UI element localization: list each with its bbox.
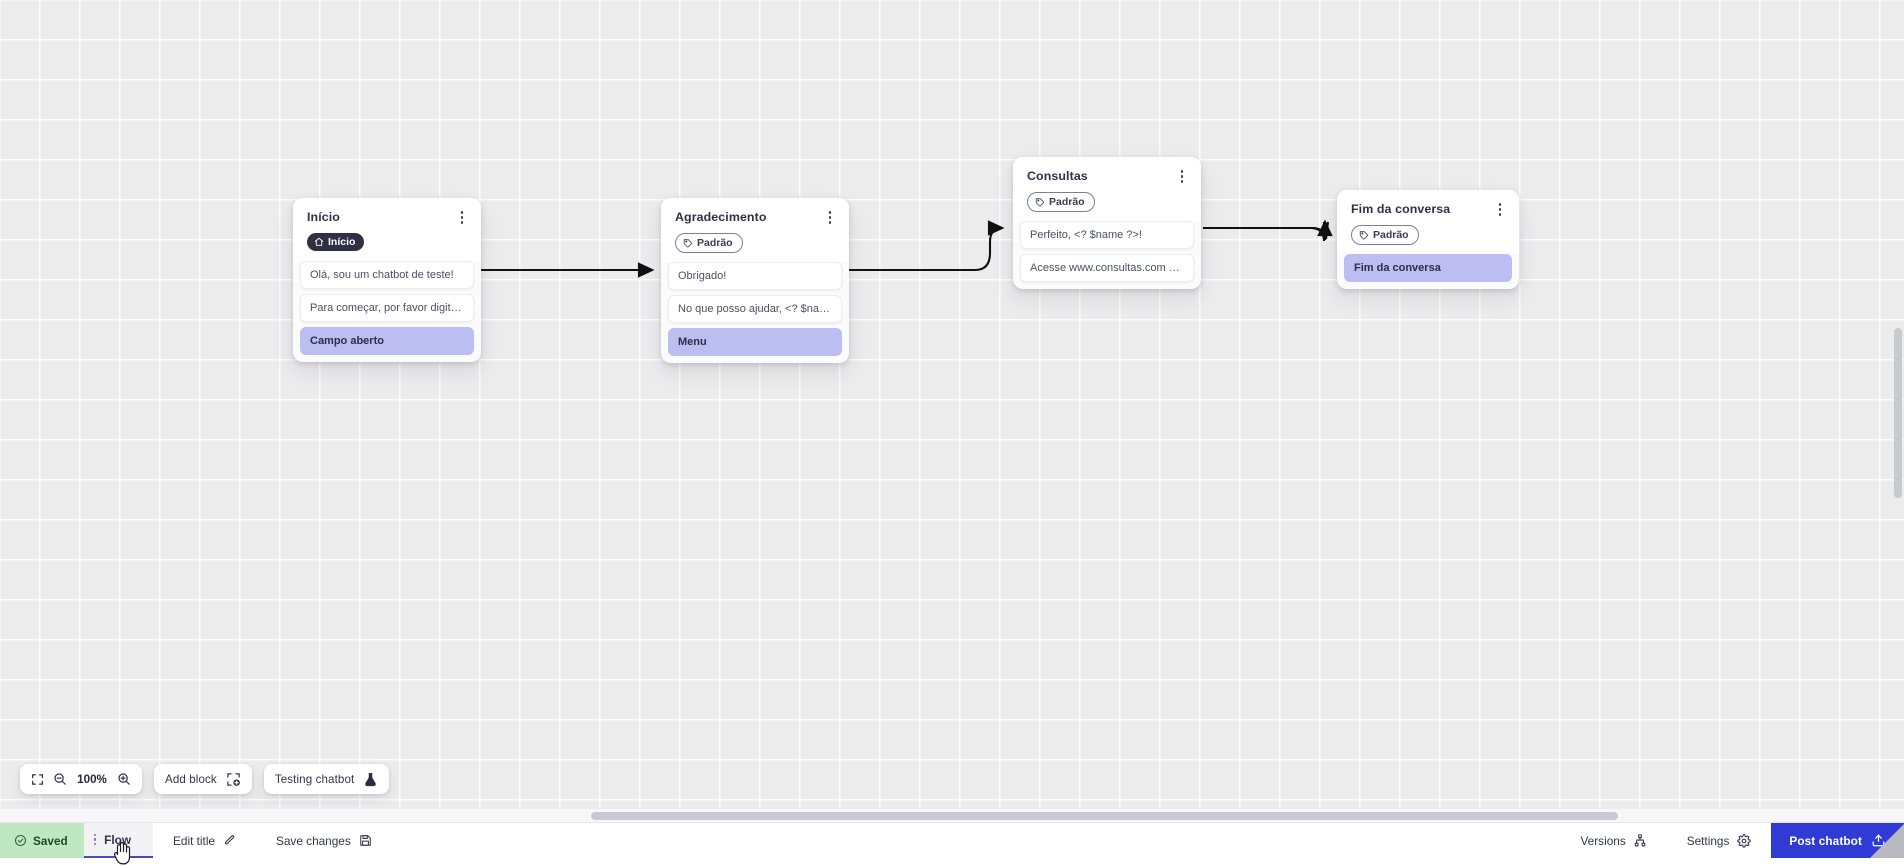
node-row[interactable]: Para começar, por favor digite o ...	[300, 294, 474, 322]
node-row-accent[interactable]: Menu	[668, 328, 842, 356]
horizontal-scrollbar-thumb[interactable]	[591, 812, 1618, 820]
post-chatbot-label: Post chatbot	[1789, 834, 1862, 848]
node-badge-area: Padrão	[661, 226, 849, 262]
settings-button[interactable]: Settings	[1667, 823, 1772, 858]
tab-flow[interactable]: Flow	[84, 823, 153, 858]
tag-icon	[1359, 230, 1369, 240]
home-icon	[314, 237, 324, 247]
node-title: Início	[307, 209, 340, 225]
node-badge-area: Início	[293, 226, 481, 261]
connector-consultas-fim-arrow	[1312, 222, 1325, 240]
zoom-out-icon[interactable]	[53, 772, 67, 786]
settings-label: Settings	[1687, 834, 1730, 848]
edit-title-label: Edit title	[173, 834, 215, 848]
node-header: Consultas	[1013, 157, 1201, 185]
node-rows: Olá, sou um chatbot de teste! Para começ…	[293, 261, 481, 355]
node-badge-default[interactable]: Padrão	[1351, 225, 1419, 245]
node-menu-icon[interactable]	[823, 209, 837, 226]
check-circle-icon	[14, 834, 27, 847]
node-rows: Obrigado! No que posso ajudar, <? $name …	[661, 262, 849, 356]
node-row[interactable]: Acesse www.consultas.com par...	[1020, 254, 1194, 282]
gear-icon	[1737, 834, 1751, 848]
window-resize-grip[interactable]	[1870, 824, 1904, 858]
branch-icon	[1634, 834, 1647, 847]
flow-node-fim-da-conversa[interactable]: Fim da conversa Padrão Fim da conversa	[1337, 190, 1519, 289]
node-badge-label: Padrão	[1373, 229, 1409, 241]
versions-label: Versions	[1580, 834, 1625, 848]
add-block-icon	[226, 772, 241, 787]
zoom-in-icon[interactable]	[117, 772, 131, 786]
vertical-dots-icon[interactable]	[94, 834, 96, 846]
node-badge-area: Padrão	[1337, 218, 1519, 254]
connector-layer	[0, 0, 1904, 822]
zoom-controls: 100%	[20, 764, 142, 794]
canvas-toolbar: 100% Add block Testing chatbot	[20, 764, 389, 794]
testing-chatbot-button[interactable]: Testing chatbot	[264, 764, 390, 794]
node-row[interactable]: Perfeito, <? $name ?>!	[1020, 221, 1194, 249]
tag-icon	[1035, 197, 1045, 207]
node-badge-label: Início	[328, 236, 355, 248]
connector-consultas-fim-tail	[1203, 222, 1324, 241]
flow-node-consultas[interactable]: Consultas Padrão Perfeito, <? $name ?>! …	[1013, 157, 1201, 289]
node-badge-label: Padrão	[1049, 196, 1085, 208]
vertical-scrollbar[interactable]	[1891, 0, 1904, 808]
tab-flow-label: Flow	[104, 833, 131, 847]
statusbar-spacer	[392, 823, 1561, 858]
flask-icon	[363, 772, 378, 787]
flow-canvas[interactable]: Início Início Olá, sou um chatbot de tes…	[0, 0, 1904, 822]
bottom-status-bar: Saved Flow Edit title Save changes Versi…	[0, 822, 1904, 858]
node-header: Agradecimento	[661, 198, 849, 226]
connector-agradecimento-consultas	[849, 228, 1002, 270]
node-badge-default[interactable]: Padrão	[675, 233, 743, 253]
flow-node-inicio[interactable]: Início Início Olá, sou um chatbot de tes…	[293, 198, 481, 362]
saved-status-label: Saved	[33, 834, 68, 848]
add-block-label: Add block	[165, 773, 217, 786]
pencil-icon	[223, 834, 236, 847]
tag-icon	[683, 238, 693, 248]
tab-strip: Flow	[84, 823, 153, 858]
node-badge-default[interactable]: Padrão	[1027, 192, 1095, 212]
save-changes-button[interactable]: Save changes	[256, 823, 392, 858]
horizontal-scrollbar[interactable]	[0, 808, 1904, 822]
node-title: Fim da conversa	[1351, 201, 1450, 217]
node-row-accent[interactable]: Campo aberto	[300, 327, 474, 355]
node-title: Agradecimento	[675, 209, 767, 225]
save-changes-label: Save changes	[276, 834, 351, 848]
node-badge-start[interactable]: Início	[307, 233, 364, 251]
saved-status-badge: Saved	[0, 823, 84, 858]
node-rows: Fim da conversa	[1337, 254, 1519, 282]
node-menu-icon[interactable]	[455, 209, 469, 226]
node-badge-label: Padrão	[697, 237, 733, 249]
vertical-scrollbar-thumb[interactable]	[1894, 328, 1902, 498]
node-rows: Perfeito, <? $name ?>! Acesse www.consul…	[1013, 221, 1201, 282]
node-menu-icon[interactable]	[1493, 201, 1507, 218]
versions-button[interactable]: Versions	[1560, 823, 1666, 858]
fit-screen-icon[interactable]	[31, 773, 44, 786]
node-header: Fim da conversa	[1337, 190, 1519, 218]
node-row[interactable]: Obrigado!	[668, 262, 842, 290]
connector-consultas-fim	[1203, 222, 1328, 239]
node-row[interactable]: No que posso ajudar, <? $name ...	[668, 295, 842, 323]
node-title: Consultas	[1027, 168, 1088, 184]
node-row[interactable]: Olá, sou um chatbot de teste!	[300, 261, 474, 289]
zoom-level-value: 100%	[76, 773, 108, 786]
node-badge-area: Padrão	[1013, 185, 1201, 221]
add-block-button[interactable]: Add block	[154, 764, 252, 794]
node-menu-icon[interactable]	[1175, 168, 1189, 185]
flow-node-agradecimento[interactable]: Agradecimento Padrão Obrigado! No que po…	[661, 198, 849, 363]
floppy-disk-icon	[359, 834, 372, 847]
testing-chatbot-label: Testing chatbot	[275, 773, 355, 786]
edit-title-button[interactable]: Edit title	[153, 823, 256, 858]
node-row-accent[interactable]: Fim da conversa	[1344, 254, 1512, 282]
node-header: Início	[293, 198, 481, 226]
